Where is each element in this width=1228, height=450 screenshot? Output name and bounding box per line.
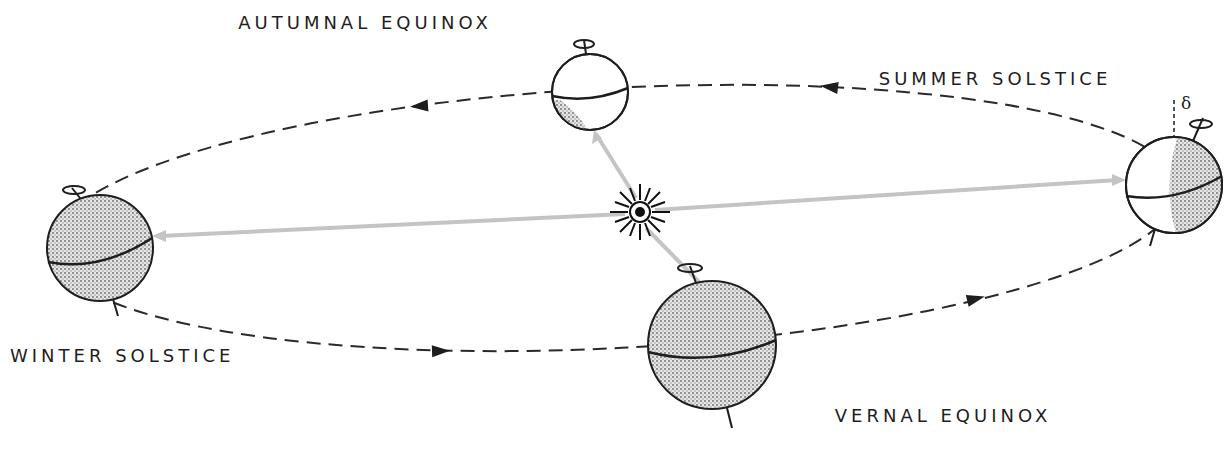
sun-symbol [610,184,670,240]
season-label: SUMMER SOLSTICE [879,68,1112,90]
earth-globe [548,40,628,134]
season-label: AUTUMNAL EQUINOX [238,12,492,34]
season-label: WINTER SOLSTICE [10,345,234,367]
earth-globe [648,264,776,428]
angle-symbol: δ [1181,92,1191,114]
ray-heads [152,130,1126,242]
sun-rays [160,134,1118,283]
season-label: VERNAL EQUINOX [835,405,1052,427]
earth-globe [47,186,153,316]
earth-globe [1126,100,1228,246]
